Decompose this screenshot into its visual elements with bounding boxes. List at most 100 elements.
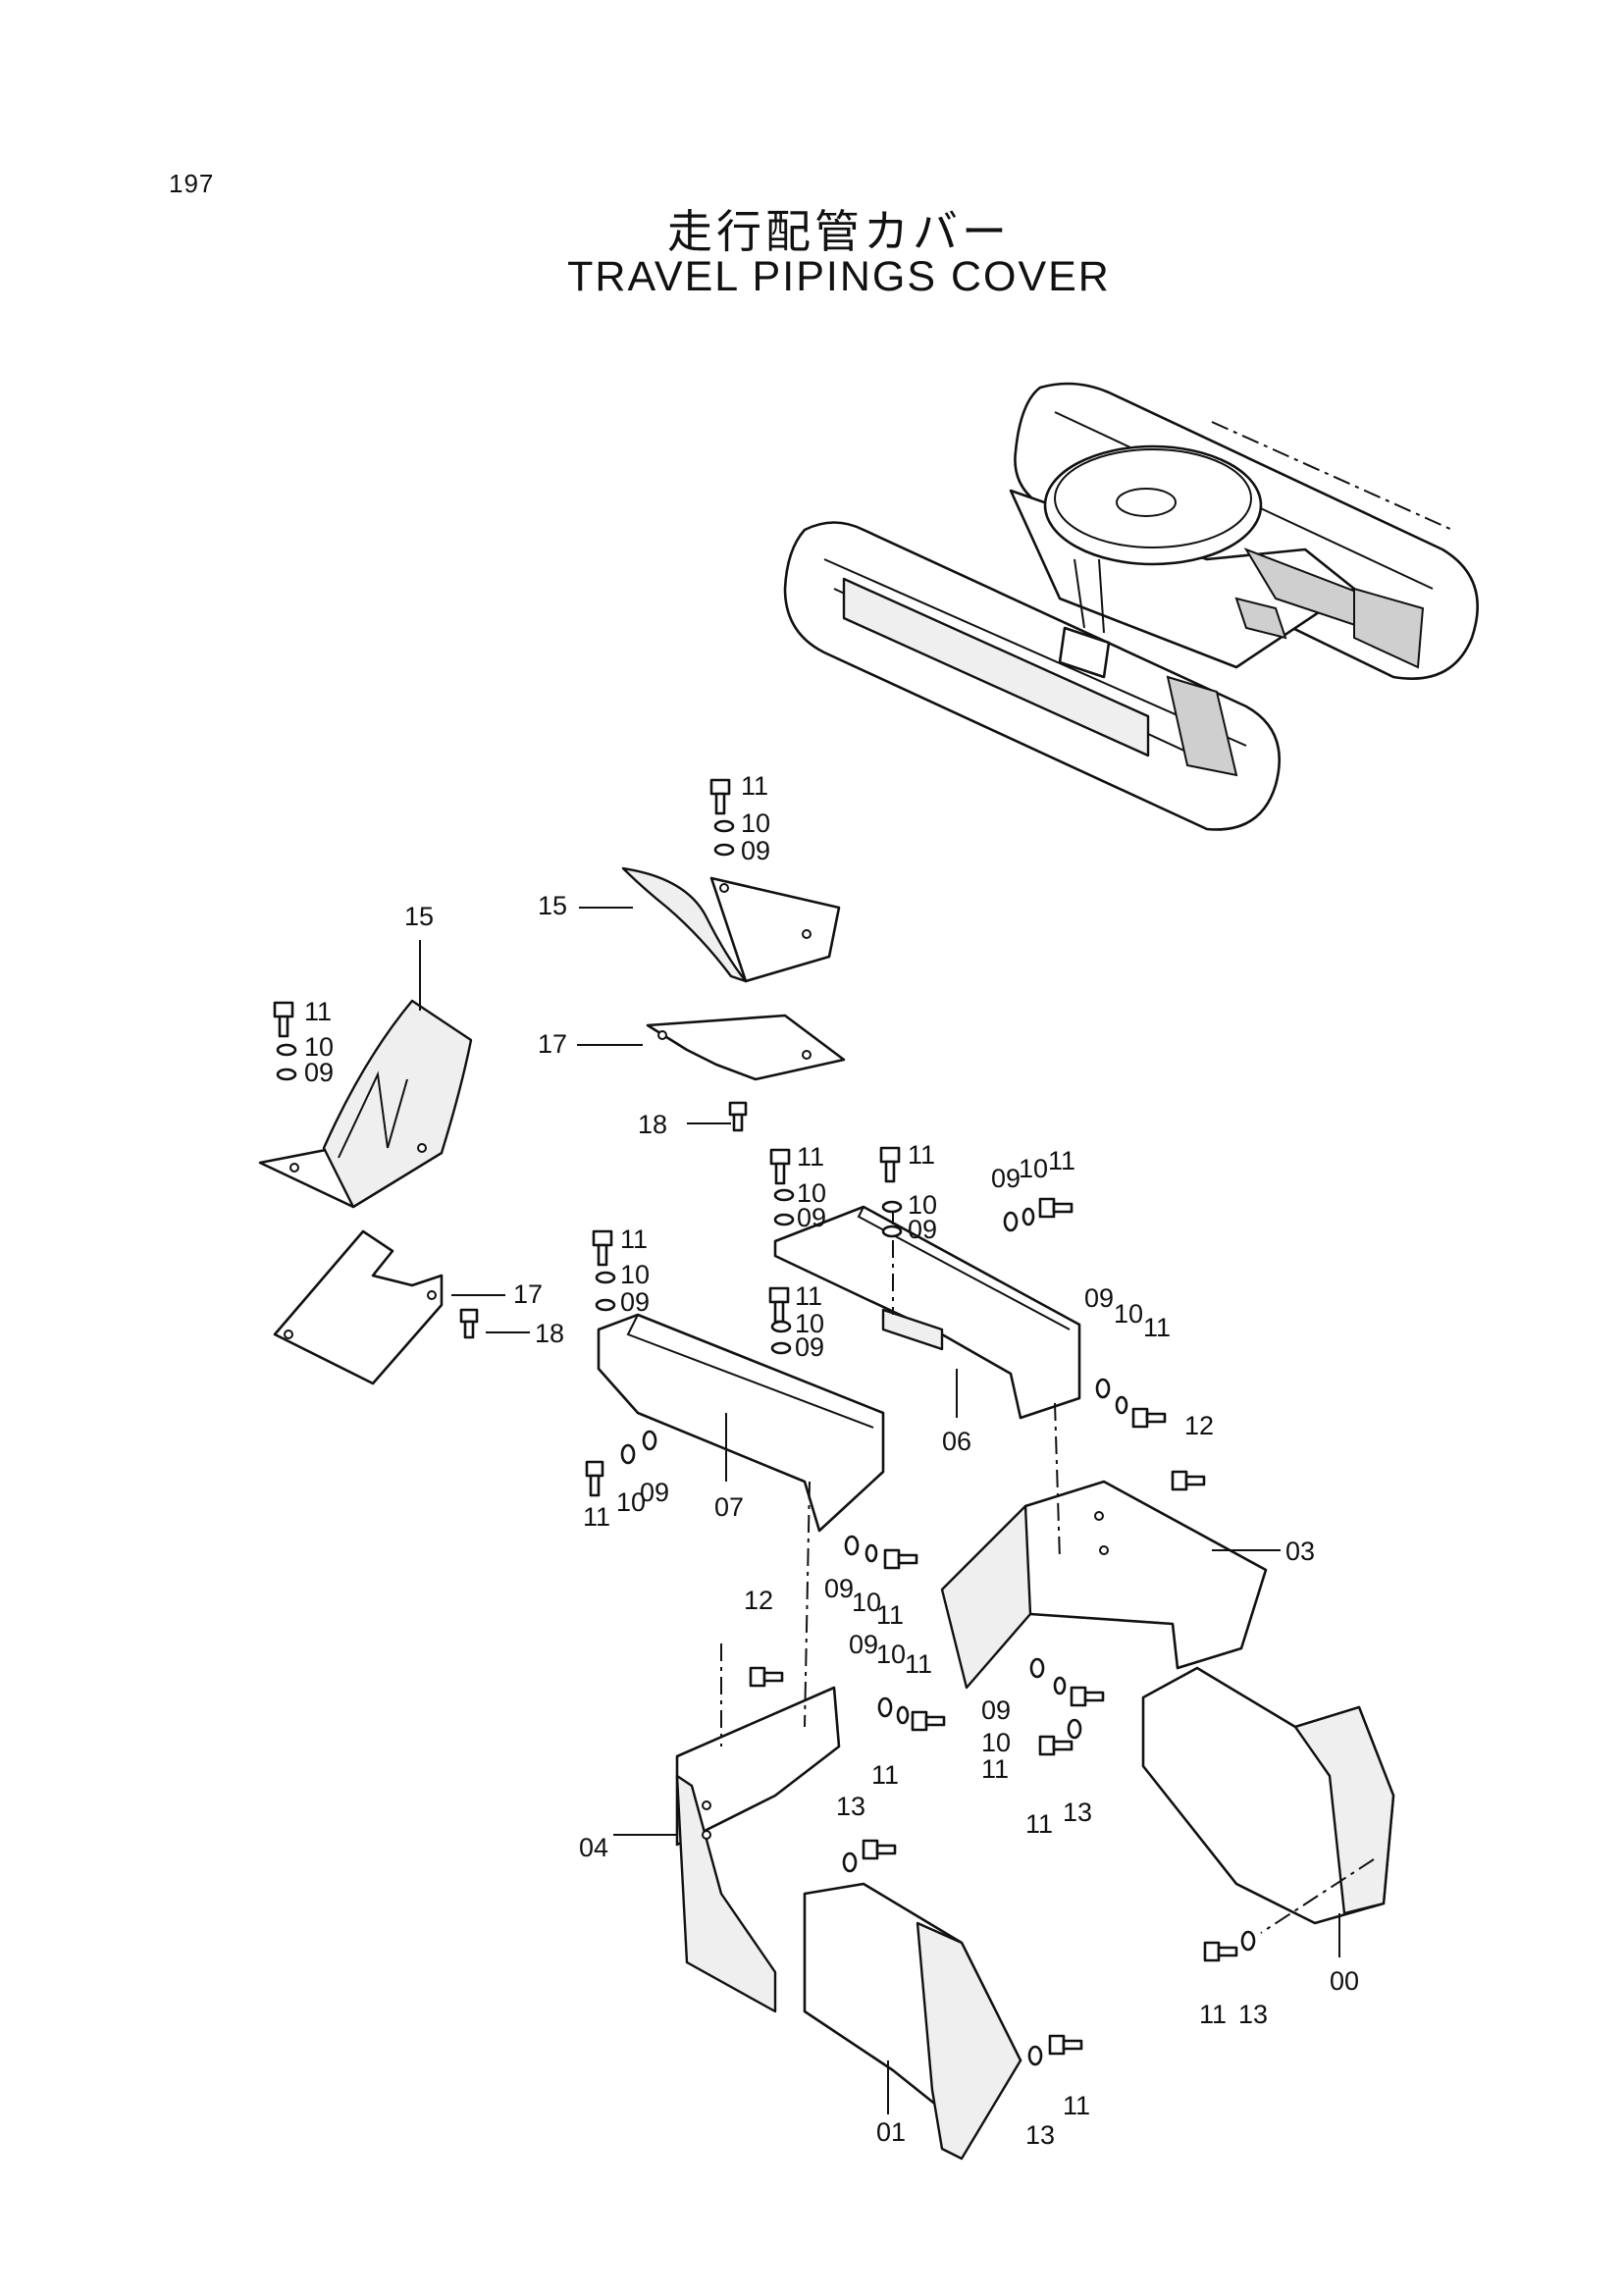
washer-icon [877,1696,893,1718]
washer-icon [770,1341,792,1355]
callout-13: 13 [1238,2000,1268,2029]
washer-icon [620,1443,636,1465]
washer-icon [595,1298,616,1312]
bolt-icon [879,1146,901,1183]
bolt-icon [1038,1197,1074,1219]
callout-04: 04 [579,1833,608,1862]
bolt-icon [728,1101,748,1132]
callout-09: 09 [640,1478,669,1507]
washer-icon [773,1188,795,1202]
bolt-icon [459,1308,479,1339]
callout-11: 11 [876,1600,904,1630]
callout-12: 12 [744,1586,773,1615]
washer-icon [595,1271,616,1284]
callout-09: 09 [620,1287,650,1317]
callout-10: 10 [1019,1154,1048,1183]
part-04 [675,1686,841,2013]
callout-11: 11 [908,1140,935,1170]
washer-icon [864,1543,878,1563]
callout-10: 10 [797,1178,826,1208]
callout-03: 03 [1285,1537,1315,1566]
callout-09: 09 [795,1332,824,1362]
callout-10: 10 [1114,1299,1143,1329]
part-06 [773,1205,1081,1420]
bolt-icon [862,1839,897,1860]
washer-icon [1115,1395,1128,1415]
washer-icon [1003,1211,1019,1232]
part-15-left [258,999,473,1209]
callout-09: 09 [1084,1283,1114,1313]
callout-11: 11 [795,1281,822,1311]
part-00 [1141,1666,1395,1925]
washer-icon [881,1200,903,1214]
washer-icon [276,1068,297,1081]
bolt-icon [592,1229,613,1267]
callout-00: 00 [1330,1966,1359,1996]
callout-09: 09 [981,1695,1011,1725]
fasteners [273,778,1256,2066]
bolt-icon [709,778,731,815]
callout-06: 06 [942,1427,971,1456]
callout-11: 11 [797,1142,824,1172]
washer-icon [1027,2045,1043,2066]
callout-09: 09 [797,1203,826,1232]
bolt-icon [883,1548,918,1570]
washer-icon [844,1535,860,1556]
bolt-icon [585,1460,604,1497]
callout-13: 13 [1063,1798,1092,1827]
bolt-icon [1171,1470,1206,1491]
bolt-icon [911,1710,946,1732]
callout-18: 18 [535,1319,564,1348]
title-japanese: 走行配管カバー [667,205,1011,258]
callout-09: 09 [741,836,770,865]
callout-11: 11 [905,1649,932,1679]
washer-icon [713,819,735,833]
bolt-icon [768,1286,790,1324]
callout-10: 10 [795,1309,824,1338]
washer-icon [770,1320,792,1333]
callout-11: 11 [1063,2091,1090,2120]
part-03 [940,1480,1268,1690]
bolt-icon [1038,1735,1074,1756]
washer-icon [1022,1207,1035,1226]
callout-15: 15 [404,902,434,931]
part-15-upper [621,866,841,983]
bolt-icon [1131,1407,1167,1429]
callout-13: 13 [1025,2120,1055,2150]
callout-07: 07 [714,1492,744,1522]
callout-17: 17 [538,1029,567,1059]
callout-17: 17 [513,1279,543,1309]
callout-11: 11 [1199,2000,1227,2029]
part-17-upper [646,1014,846,1081]
callout-11: 11 [1048,1146,1075,1175]
bolt-icon [1048,2034,1083,2056]
callout-11: 11 [304,997,332,1026]
title-english: TRAVEL PIPINGS COVER [567,253,1111,300]
washer-icon [881,1225,903,1238]
bolt-icon [749,1666,784,1688]
callout-15: 15 [538,891,567,920]
callout-11: 11 [620,1225,648,1254]
callout-09: 09 [849,1630,878,1659]
callout-11: 11 [981,1754,1009,1784]
callout-11: 11 [871,1760,899,1790]
callout-18: 18 [638,1110,667,1139]
bolt-icon [273,1001,294,1038]
washer-icon [1240,1930,1256,1952]
callout-09: 09 [991,1164,1021,1193]
callout-09: 09 [824,1574,854,1603]
callout-10: 10 [876,1640,906,1669]
callout-10: 10 [908,1190,937,1220]
washer-icon [642,1430,657,1451]
callout-12: 12 [1184,1411,1214,1440]
washer-icon [1095,1378,1111,1399]
callout-10: 10 [616,1487,646,1517]
bolt-icon [769,1148,791,1185]
undercarriage-illustration [783,382,1480,831]
callout-11: 11 [1143,1313,1171,1342]
washer-icon [1067,1718,1082,1740]
callout-10: 10 [981,1728,1011,1757]
part-01 [803,1882,1022,2161]
washer-icon [773,1213,795,1226]
part-17-left [273,1229,444,1385]
